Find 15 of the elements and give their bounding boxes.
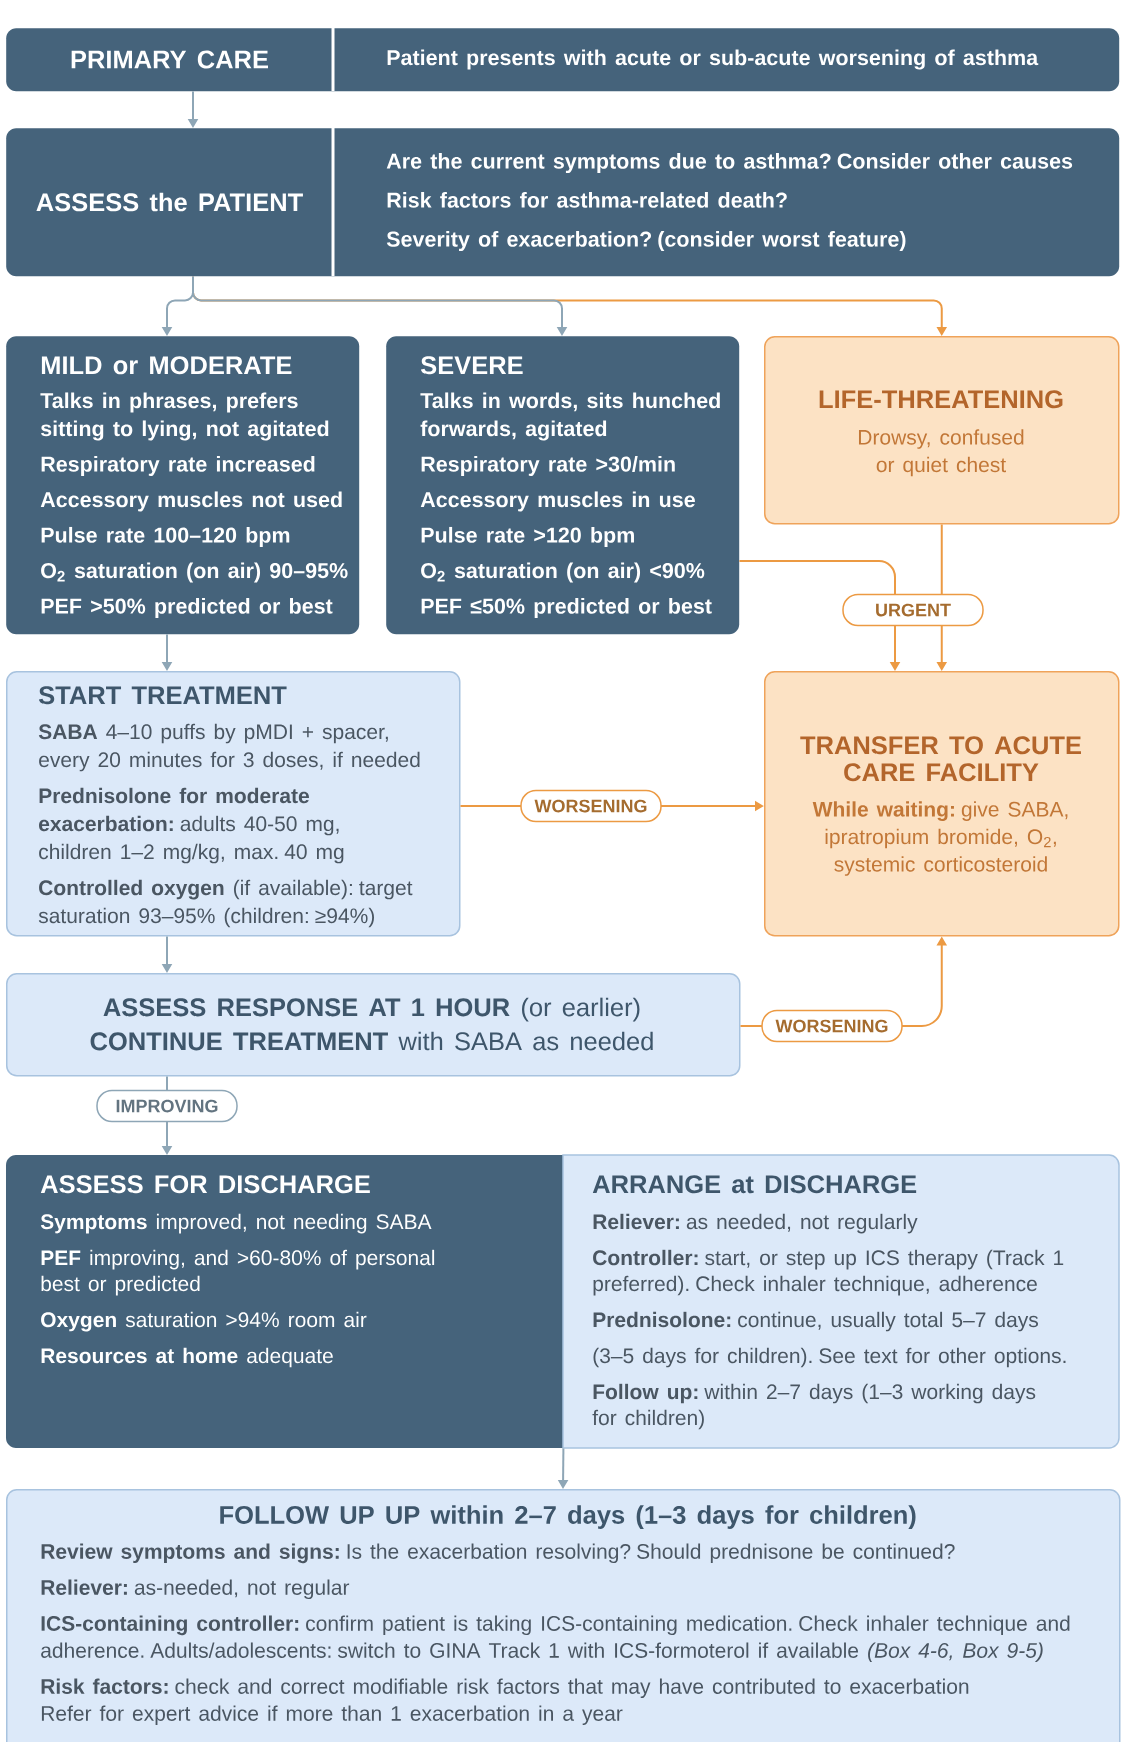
assessment-box: ASSESS the PATIENT Are the current symptoms due to asthma? Consider other causes Risk factors for asthma-related death? Severity of exacerbation? (consider worst feature) [6, 128, 1120, 277]
severity-box: MILD or MODERATE Talks in phrases, prefers sitting to lying, not agitated Respiratory rate increased Accessory muscles not used Pulse rate 100–120 bpm O$_{2}$ saturation (on air) 90–95% PEF >50% predicted or best [6, 336, 360, 635]
edge-label: IMPROVING [96, 1089, 238, 1123]
treatment-box: START TREATMENT SABA 4–10 puffs by pMDI + spacer, every 20 minutes for 3 doses, if needed Prednisolone for moderate exacerbation: adults 40-50 mg, children 1–2 mg/kg, max. 40 mg Controlled oxygen (if available): target saturation 93–95% (children: ≥94%) [6, 671, 461, 937]
response-box: ASSESS RESPONSE AT 1 HOUR (or earlier) CONTINUE TREATMENT with SABA as needed [6, 973, 741, 1077]
edge-label: URGENT [842, 593, 984, 627]
transfer-box: TRANSFER TO ACUTE CARE FACILITY While waiting: give SABA, ipratropium bromide, O$_{2}$, systemic corticosteroid [764, 671, 1120, 937]
severity-box: LIFE-THREATENING Drowsy, confused or quiet chest [764, 336, 1120, 525]
follow-up-box: FOLLOW UP UP within 2–7 days (1–3 days for children) Review symptoms and signs: Is the exacerbation resolving? Should prednisone be continued? Reliever: as-needed, not regular ICS-containing controller: confirm patient is taking ICS-containing medication. Check inhaler technique and adherence. Adults/adolescents: switch to GINA Track 1 with ICS-formoterol if available (Box 4-6, Box 9-5) Risk factors: check and correct modifiable risk factors that may have contributed to exacerbation Refer for expert advice if more than 1 exacerbation in a year [6, 1489, 1121, 1742]
header-bar: PRIMARY CARE Patient presents with acute or sub-acute worsening of asthma [6, 28, 1120, 92]
severity-box: SEVERE Talks in words, sits hunched forwards, agitated Respiratory rate >30/min Accessory muscles in use Pulse rate >120 bpm O$_{2}$ saturation (on air) <90% PEF ≤50% predicted or best [386, 336, 740, 635]
edge-label: WORSENING [761, 1009, 903, 1043]
edge-label: WORSENING [520, 789, 662, 823]
discharge-panel: ARRANGE at DISCHARGE Reliever: as needed, not regularly Controller: start, or step up ICS therapy (Track 1 preferred). Check inhaler technique, adherence Prednisolone: continue, usually total 5–7 days (3–5 days for children). See text for other options. Follow up: within 2–7 days (1–3 working days for children) [562, 1154, 1120, 1449]
discharge-panel: ASSESS FOR DISCHARGE Symptoms improved, not needing SABA PEF improving, and >60-80% of personal best or predicted Oxygen saturation >94% room air Resources at home adequate [6, 1155, 563, 1448]
